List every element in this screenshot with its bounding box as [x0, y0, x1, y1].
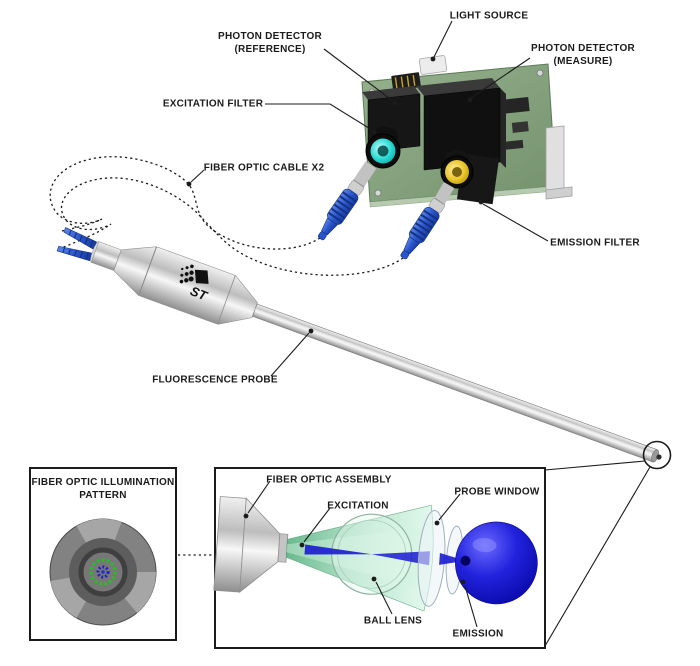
- fiber-prong-upper: [63, 227, 97, 250]
- label-excitation: EXCITATION: [327, 500, 389, 512]
- label-fiber-optic-assembly: FIBER OPTIC ASSEMBLY: [266, 474, 392, 486]
- leader-lines: [186, 20, 549, 628]
- leader-light-source: [430, 20, 453, 62]
- leader-fiber-optic-assembly: [243, 480, 271, 519]
- leader-fluorescence-probe: [270, 328, 314, 377]
- board-chips: [502, 97, 530, 150]
- pattern-green-ring: [89, 558, 117, 586]
- probe-tip-callout: [544, 440, 672, 647]
- probe-cone: [113, 246, 157, 297]
- leader-emission: [460, 579, 478, 628]
- leader-ball-lens: [371, 576, 393, 615]
- fiber-connector-reference: [312, 177, 367, 245]
- label-photon-detector-measure: PHOTON DETECTOR (MEASURE): [531, 43, 635, 67]
- fiber-connector-measure: [394, 195, 448, 264]
- fiber-prong-lower: [56, 245, 93, 262]
- fiber-cable-2: [58, 177, 404, 276]
- label-emission-filter: EMISSION FILTER: [550, 237, 640, 249]
- leader-emission-filter: [478, 199, 549, 242]
- leader-photon-detector-reference: [323, 48, 398, 106]
- pattern-blue-center: [96, 565, 110, 579]
- label-fluorescence-probe: FLUORESCENCE PROBE: [152, 374, 278, 386]
- label-photon-detector-reference: PHOTON DETECTOR (REFERENCE): [218, 31, 322, 55]
- label-illumination-pattern: FIBER OPTIC ILLUMINATION PATTERN: [31, 477, 175, 501]
- probe-logo: ST: [179, 264, 210, 304]
- fiber-cable-1: [49, 156, 321, 250]
- probe-taper: [217, 274, 258, 325]
- label-probe-window: PROBE WINDOW: [454, 486, 540, 498]
- inset-illumination-pattern: [29, 467, 177, 641]
- inset-probe-tip-detail: [213, 467, 546, 649]
- label-ball-lens: BALL LENS: [363, 615, 423, 627]
- leader-excitation: [299, 507, 331, 548]
- controller-board: [312, 55, 573, 264]
- fluorescence-probe: ST: [56, 227, 659, 463]
- photon-detector-measure-block: [416, 78, 506, 171]
- label-excitation-filter: EXCITATION FILTER: [162, 98, 264, 110]
- probe-logo-text: ST: [188, 283, 210, 304]
- leader-photon-detector-measure: [467, 57, 531, 103]
- probe-tip-detail-graphic: [213, 496, 538, 612]
- label-emission: EMISSION: [452, 628, 504, 640]
- mounting-bracket: [545, 125, 573, 200]
- fiber-optic-cables-dotted: [49, 156, 404, 276]
- leader-fiber-optic-cable: [186, 169, 205, 187]
- leader-excitation-filter: [265, 103, 377, 135]
- label-light-source: LIGHT SOURCE: [449, 10, 529, 22]
- probe-handle-body: [138, 246, 236, 325]
- emission-sphere: [455, 521, 538, 605]
- probe-tip-callout-circle: [642, 440, 672, 470]
- label-fiber-optic-cable: FIBER OPTIC CABLE X2: [203, 162, 325, 174]
- illumination-pattern-graphic: [49, 518, 157, 626]
- leader-probe-window: [434, 493, 461, 526]
